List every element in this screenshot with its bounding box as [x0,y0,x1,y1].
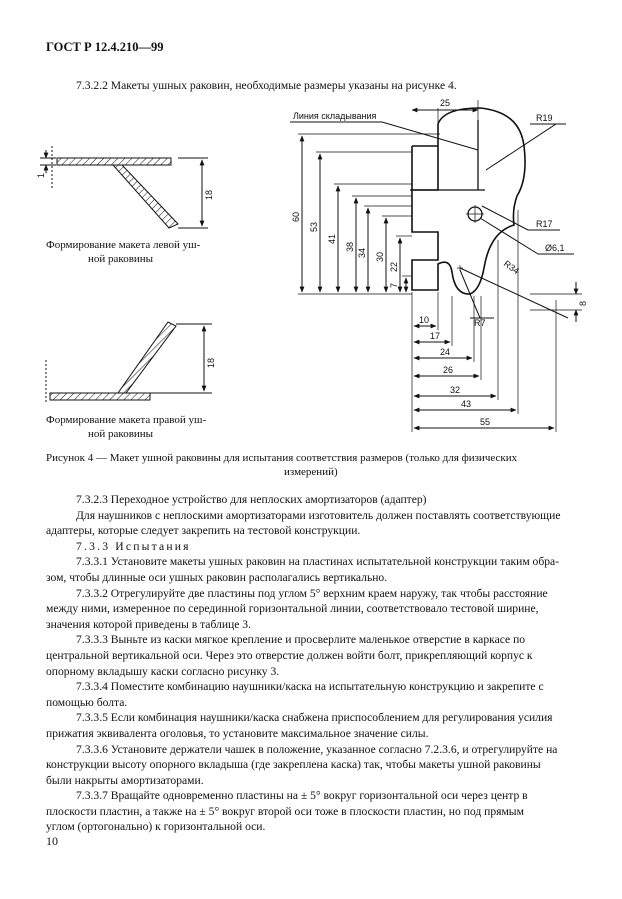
ear-model-figure: 1 18 18 Линия складывания 25 R19 R17 [36,98,588,432]
dim-right-8: 8 [578,301,588,306]
dim-v41: 41 [327,234,337,244]
left-ear-fold-diagram [40,146,208,229]
dim-v38: 38 [345,242,355,252]
dim-v30: 30 [375,252,385,262]
dim-h24: 24 [440,347,450,357]
page-number: 10 [46,834,58,848]
right-ear-fold-diagram [45,321,212,404]
dim-v22: 22 [389,262,399,272]
figure-caption: Рисунок 4 — Макет ушной раковины для исп… [46,452,518,478]
dim-r19: R19 [536,113,553,123]
dim-top-25: 25 [440,98,450,108]
dim-h32: 32 [450,385,460,395]
dim-h26: 26 [443,365,453,375]
right-ear-caption: Формирование макета правой уш- ной раков… [46,414,207,440]
left-ear-caption: Формирование макета левой уш- ной ракови… [46,239,201,265]
dim-h55: 55 [480,417,490,427]
dim-h17: 17 [430,331,440,341]
dim-h10: 10 [419,315,429,325]
dim-v60: 60 [291,212,301,222]
left-height-dim: 18 [204,190,214,200]
dim-r17: R17 [536,219,553,229]
dim-r7: R7 [474,318,486,328]
body-text: 7.3.2.3 Переходное устройство для неплос… [46,493,561,834]
fold-line-label: Линия складывания [293,111,377,121]
left-thickness-dim: 1 [36,173,46,178]
ear-outline [410,107,526,295]
right-height-dim: 18 [206,358,216,368]
dim-hole-diameter: Ø6,1 [545,243,565,253]
intro-paragraph: 7.3.2.2 Макеты ушных раковин, необходимы… [76,79,457,92]
dim-v53: 53 [309,222,319,232]
dim-h43: 43 [461,399,471,409]
dim-v7: 7 [389,283,399,288]
document-header: ГОСТ Р 12.4.210—99 [46,40,164,54]
dim-v34: 34 [357,248,367,258]
